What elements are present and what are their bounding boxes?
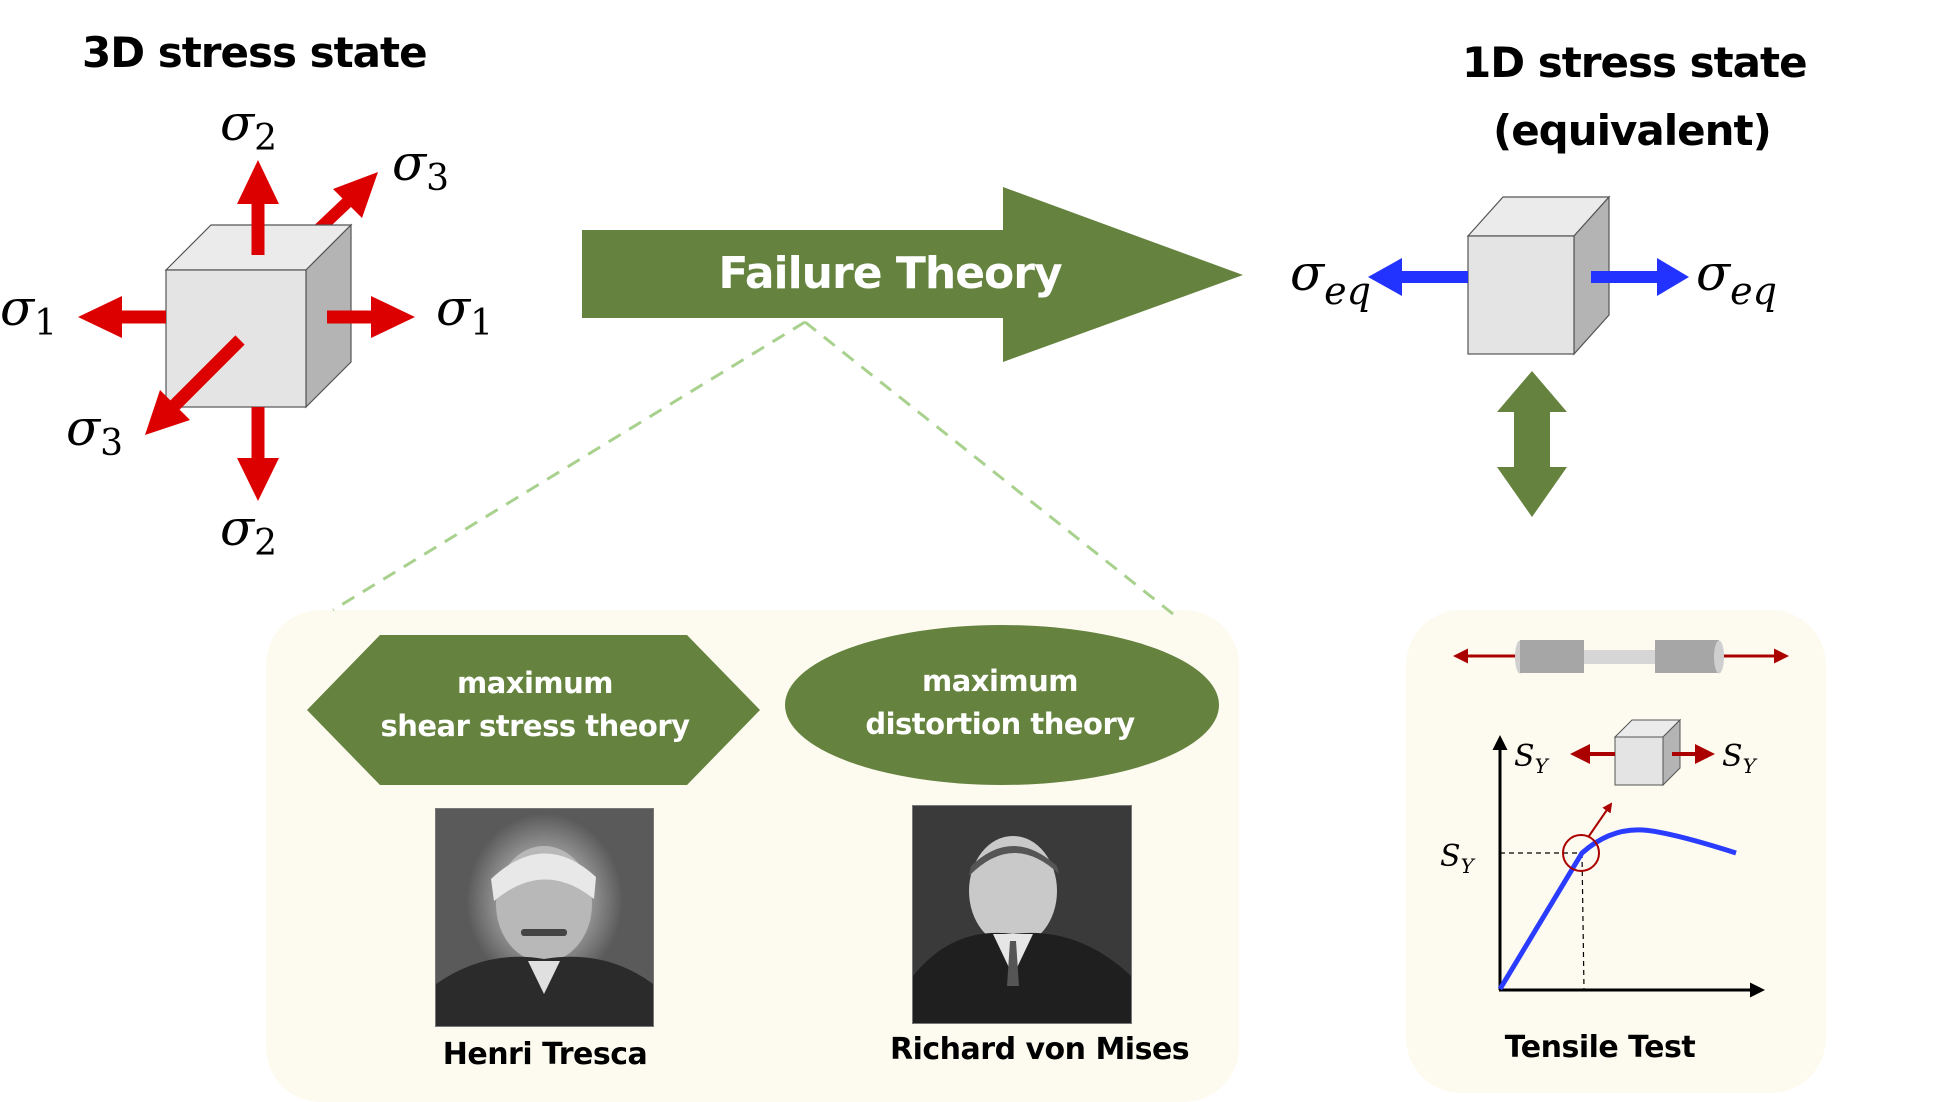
failure-theory-arrow	[582, 187, 1243, 362]
stress-strain-curve	[1497, 827, 1737, 991]
arrow-sigma3-back-head	[333, 172, 378, 218]
cube-1d-front	[1467, 235, 1575, 355]
arrow-sigma1-left-head	[78, 296, 122, 338]
small-cube: SY SY	[1514, 718, 1758, 787]
tensile-specimen	[1453, 640, 1789, 674]
label-yield-axis: SY	[1440, 839, 1476, 878]
label-sigma2-top: σ2	[220, 94, 277, 159]
specimen-gauge-bar	[1583, 650, 1657, 664]
arrow-sigma1-right-head	[371, 296, 415, 338]
failure-theory-label: Failure Theory	[718, 248, 1062, 299]
portrait-von-mises-silhouette	[913, 836, 1131, 1023]
title-3d-stress-state: 3D stress state	[82, 28, 428, 77]
tresca-hexagon	[307, 635, 760, 785]
cube-3d	[164, 172, 378, 409]
yield-dashed-vertical	[1581, 852, 1585, 991]
tensile-test-panel	[1406, 610, 1826, 1093]
connector-dashed-right	[804, 320, 1174, 616]
portrait-richard-von-mises	[912, 805, 1132, 1024]
label-sigma1-left: σ1	[0, 279, 57, 344]
stress-strain-chart: SY	[1440, 735, 1765, 998]
label-sigma3-top: σ3	[392, 134, 449, 199]
specimen-right-grip-end	[1714, 640, 1724, 674]
von-mises-theory-label: maximum distortion theory	[800, 660, 1200, 746]
tresca-theory-line1: maximum	[456, 666, 614, 700]
tensile-test-caption: Tensile Test	[1504, 1030, 1696, 1065]
tresca-theory-line2: shear stress theory	[380, 709, 690, 743]
label-sigma-eq-left: σeq	[1290, 244, 1371, 313]
arrow-sigma3-front-shaft	[167, 335, 245, 413]
label-sy-right: SY	[1722, 739, 1758, 778]
name-richard-von-mises: Richard von Mises	[890, 1032, 1190, 1067]
label-sigma2-bottom: σ2	[220, 499, 277, 564]
equivalence-double-arrow	[1497, 371, 1567, 517]
arrow-sigma-eq-right-head	[1657, 258, 1689, 296]
von-mises-ellipse	[785, 625, 1219, 785]
yield-point-circle	[1562, 834, 1600, 872]
label-sigma-eq-right: σeq	[1696, 244, 1777, 313]
von-mises-theory-line2: distortion theory	[865, 707, 1135, 741]
von-mises-theory-line1: maximum	[921, 664, 1079, 698]
portrait-tresca-silhouette	[436, 846, 653, 1026]
connector-dashed-left	[332, 320, 806, 612]
small-cube-front	[1614, 736, 1664, 786]
label-sy-left: SY	[1514, 739, 1550, 778]
arrow-sigma2-up-head	[237, 160, 279, 204]
stress-arrows-3d	[78, 160, 415, 501]
portrait-henri-tresca	[435, 808, 654, 1027]
tresca-theory-label: maximum shear stress theory	[330, 662, 740, 748]
specimen-right-grip	[1655, 640, 1719, 673]
specimen-left-grip	[1520, 640, 1584, 673]
title-equivalent: (equivalent)	[1493, 106, 1772, 155]
arrow-sigma3-front-head	[145, 390, 190, 435]
title-1d-stress-state: 1D stress state	[1462, 38, 1808, 87]
label-sigma3-bottom: σ3	[66, 399, 123, 464]
label-sigma1-right: σ1	[436, 279, 493, 344]
name-henri-tresca: Henri Tresca	[442, 1037, 648, 1072]
yield-pointer-arrow	[1588, 802, 1613, 837]
arrow-sigma2-down-head	[237, 458, 279, 501]
stress-arrows-1d	[1368, 258, 1689, 296]
arrow-sigma-eq-left-head	[1368, 258, 1402, 296]
cube-1d	[1466, 195, 1611, 356]
